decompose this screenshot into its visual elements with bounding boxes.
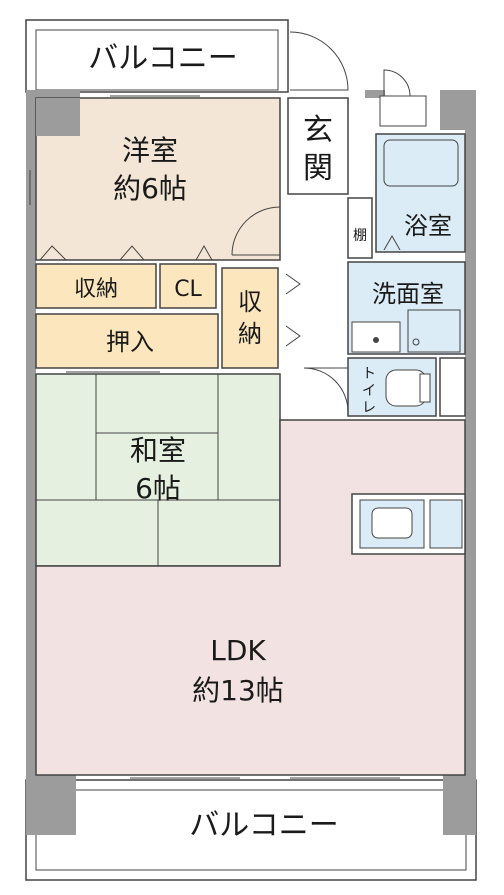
room-ldk: [35, 419, 466, 779]
washitsu-name: 和室: [130, 434, 186, 467]
room-bathroom: [375, 133, 466, 253]
balcony-top-label: バルコニー: [88, 41, 237, 76]
washitsu-size: 6帖: [135, 472, 181, 505]
kitchen-counter: [351, 493, 466, 555]
washroom-label: 洗面室: [372, 280, 444, 308]
outer-walls: [26, 90, 476, 835]
entrance-label-1: 玄: [303, 113, 333, 148]
toilet-label-3: レ: [362, 400, 376, 416]
room-toilet: [347, 357, 466, 417]
closet-label: CL: [174, 277, 202, 302]
oshiire-label: 押入: [106, 328, 154, 356]
toilet-label-2: イ: [362, 383, 376, 399]
entrance-hall: [287, 31, 427, 413]
storage2-label-2: 納: [238, 320, 262, 348]
room-washroom: [347, 261, 466, 355]
youshitsu-size: 約6帖: [113, 172, 187, 205]
ldk-name: LDK: [210, 634, 266, 667]
balcony-bottom-label: バルコニー: [189, 808, 338, 843]
bathroom-label: 浴室: [404, 212, 452, 240]
entrance-label-2: 関: [303, 151, 333, 186]
storage-row: [35, 263, 301, 369]
shelf-label: 棚: [353, 228, 367, 244]
toilet-label-1: ト: [362, 366, 376, 382]
ldk-size: 約13帖: [192, 674, 284, 707]
storage1-label: 収納: [74, 277, 118, 302]
youshitsu-name: 洋室: [122, 134, 178, 167]
storage2-label-1: 収: [238, 288, 262, 316]
room-washitsu: [35, 371, 337, 567]
room-youshitsu: [29, 91, 281, 261]
